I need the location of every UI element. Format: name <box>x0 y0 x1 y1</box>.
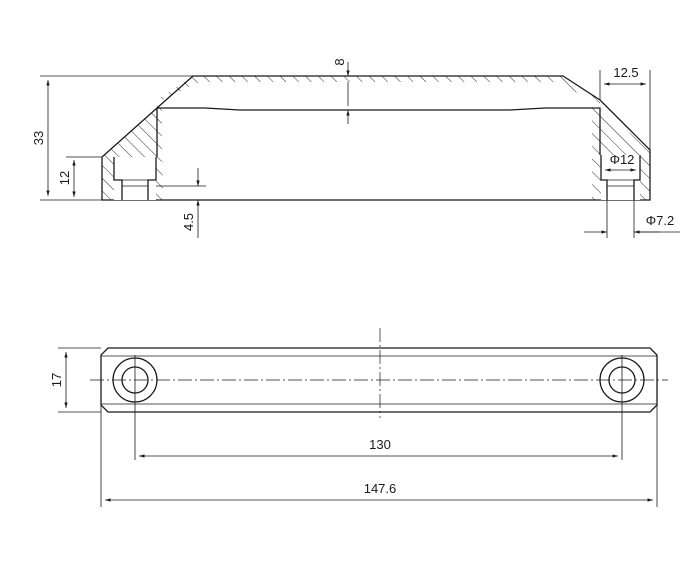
section-body <box>102 76 650 200</box>
right-hole-section <box>600 155 641 200</box>
dim-overall-length: 147.6 <box>100 405 658 507</box>
section-outline <box>101 75 651 201</box>
dim-text-147-6: 147.6 <box>364 481 397 496</box>
dim-text-12: 12 <box>57 171 72 185</box>
dim-hole-dia: Φ7.2 <box>584 200 680 238</box>
dim-thickness-top: 8 <box>332 58 350 124</box>
dim-text-8: 8 <box>332 58 347 65</box>
dim-text-130: 130 <box>369 437 391 452</box>
dim-text-4-5: 4.5 <box>181 213 196 231</box>
dim-text-phi7-2: Φ7.2 <box>646 213 674 228</box>
dim-counterbore-dia: Φ12 <box>605 152 636 172</box>
dim-height-leg: 12 <box>57 156 102 197</box>
dim-text-phi12: Φ12 <box>610 152 635 167</box>
dim-hole-spacing: 130 <box>139 437 618 458</box>
right-hole-plan <box>599 355 645 460</box>
left-hole-plan <box>112 355 158 460</box>
dim-leg-width: 12.5 <box>599 65 651 150</box>
dim-text-17: 17 <box>49 373 64 387</box>
dim-text-12-5: 12.5 <box>613 65 638 80</box>
dim-height-total: 33 <box>31 75 193 201</box>
section-view: 33 12 8 4.5 12.5 <box>31 58 680 238</box>
plan-outline <box>100 347 658 413</box>
dim-counterbore-depth: 4.5 <box>156 168 206 238</box>
dim-text-33: 33 <box>31 131 46 145</box>
left-hole-section <box>113 157 157 200</box>
dim-plan-width: 17 <box>49 347 101 413</box>
section-inner-surface <box>156 107 601 157</box>
plan-view: 17 130 147.6 <box>49 328 668 507</box>
